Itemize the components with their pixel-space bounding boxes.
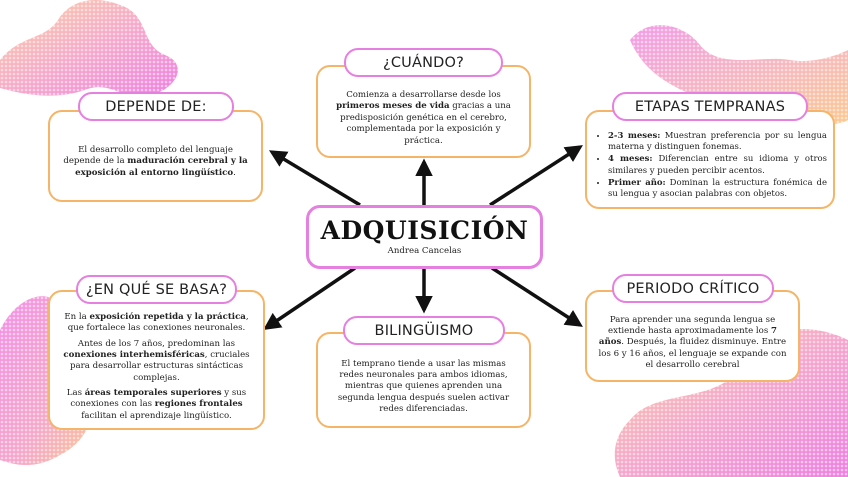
- central-author: Andrea Cancelas: [388, 246, 462, 256]
- etapas-list: 2-3 meses: Muestran preferencia por su l…: [595, 131, 827, 201]
- cuando-text: Comienza a desarrollarse desde los prime…: [328, 90, 519, 147]
- depende-label: DEPENDE DE:: [78, 92, 234, 121]
- etapas-item-1: 2-3 meses: Muestran preferencia por su l…: [608, 131, 827, 153]
- bilinguismo-text: El temprano tiende a usar las mismas red…: [328, 359, 519, 416]
- basa-label: ¿EN QUÉ SE BASA?: [76, 275, 237, 304]
- depende-text-box: El desarrollo completo del lenguaje depe…: [48, 110, 263, 202]
- etapas-text-box: 2-3 meses: Muestran preferencia por su l…: [585, 110, 835, 209]
- critico-text: Para aprender una segunda lengua se exti…: [597, 315, 788, 372]
- basa-paragraph-2: Antes de los 7 años, predominan las cone…: [60, 339, 253, 384]
- critico-text-box: Para aprender una segunda lengua se exti…: [585, 290, 800, 382]
- etapas-item-3: Primer año: Dominan la estructura fonémi…: [608, 178, 827, 200]
- central-title: ADQUISICIÓN: [321, 218, 529, 244]
- bilinguismo-text-box: El temprano tiende a usar las mismas red…: [316, 332, 531, 428]
- cuando-text-box: Comienza a desarrollarse desde los prime…: [316, 65, 531, 158]
- basa-paragraph-1: En la exposición repetida y la práctica,…: [60, 312, 253, 335]
- bilinguismo-label: BILINGÜISMO: [343, 316, 505, 345]
- basa-paragraph-3: Las áreas temporales superiores y sus co…: [60, 388, 253, 422]
- etapas-item-2: 4 meses: Diferencian entre su idioma y o…: [608, 154, 827, 176]
- etapas-label: ETAPAS TEMPRANAS: [612, 92, 808, 121]
- critico-label: PERIODO CRÍTICO: [612, 274, 774, 303]
- cuando-label: ¿CUÁNDO?: [344, 48, 503, 77]
- depende-text: El desarrollo completo del lenguaje depe…: [60, 145, 251, 179]
- central-node: ADQUISICIÓN Andrea Cancelas: [306, 205, 543, 269]
- basa-text-box: En la exposición repetida y la práctica,…: [48, 290, 265, 430]
